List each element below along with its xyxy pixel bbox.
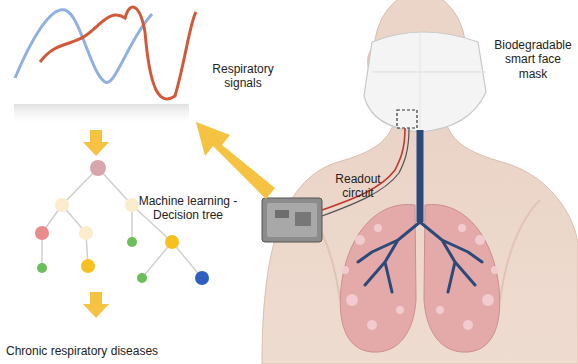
flow-arrow: [196, 122, 275, 199]
decision-tree: [35, 160, 209, 285]
lungs: [340, 130, 500, 352]
face-mask: [364, 32, 486, 132]
wire: [322, 128, 409, 216]
signal-label: Respiratory signals: [203, 62, 283, 91]
wire: [322, 128, 405, 210]
human-figure: [262, 0, 578, 364]
method-label: Machine learning -Decision tree: [132, 194, 244, 223]
flow-arrow: [83, 130, 109, 156]
mask-label: Biodegradable smart face mask: [490, 38, 576, 81]
signal-plot: [14, 7, 196, 126]
readout-label: Readout circuit: [328, 172, 388, 201]
outcome-label: Chronic respiratory diseases: [6, 344, 226, 358]
readout-circuit-box: [262, 198, 322, 242]
flow-arrow: [83, 292, 109, 318]
